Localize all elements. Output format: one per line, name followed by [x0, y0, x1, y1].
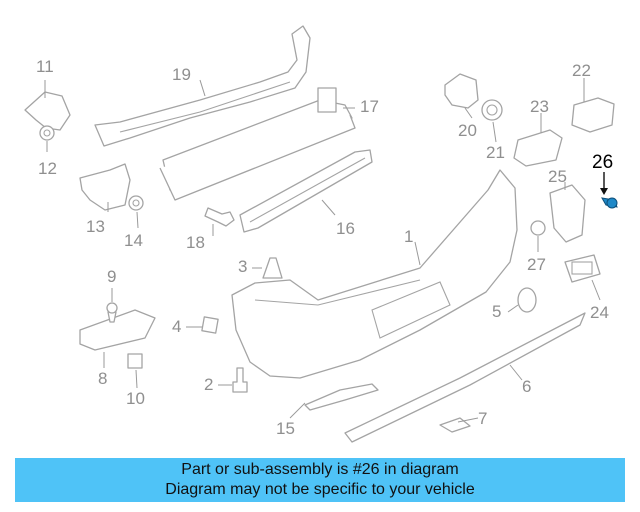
part-3-bumper-stop — [262, 257, 283, 279]
part-21-grommet — [481, 99, 503, 121]
part-10-clip — [127, 353, 143, 369]
part-11-bracket — [24, 91, 71, 131]
label-11: 11 — [36, 57, 54, 76]
label-4: 4 — [172, 317, 181, 336]
label-1: 1 — [404, 227, 413, 246]
label-25: 25 — [548, 167, 567, 186]
label-15: 15 — [276, 419, 295, 438]
info-banner: Part or sub-assembly is #26 in diagram D… — [15, 458, 625, 502]
part-25-bracket — [549, 184, 586, 243]
label-23: 23 — [530, 97, 549, 116]
part-20-sensor — [444, 73, 479, 109]
label-9: 9 — [107, 267, 116, 286]
label-22: 22 — [572, 61, 591, 80]
banner-line-2: Diagram may not be specific to your vehi… — [165, 481, 475, 498]
part-12-clip — [39, 125, 55, 141]
label-10: 10 — [126, 389, 145, 408]
part-8-bracket — [79, 309, 156, 351]
part-24-bracket — [564, 254, 601, 283]
part-19-upper-bracket — [94, 25, 311, 147]
label-19: 19 — [172, 65, 191, 84]
part-15-reflector — [304, 383, 379, 411]
part-1-bumper-cover — [231, 169, 518, 379]
part-13-bracket — [79, 163, 131, 211]
part-9-bolt — [106, 302, 118, 323]
part-27-clip — [530, 220, 546, 236]
part-18-bolt — [204, 207, 235, 227]
label-21: 21 — [486, 143, 505, 162]
label-24: 24 — [590, 303, 609, 322]
part-5-sensor-cover — [517, 287, 537, 313]
label-2: 2 — [204, 375, 213, 394]
label-12: 12 — [38, 159, 57, 178]
part-26-bolt-highlighted — [601, 197, 618, 209]
part-23-bracket — [513, 129, 563, 167]
part-14-clip — [128, 195, 144, 211]
part-6-valance — [344, 312, 586, 443]
label-27: 27 — [527, 255, 546, 274]
label-18: 18 — [186, 233, 205, 252]
label-7: 7 — [478, 409, 487, 428]
part-22-bracket — [571, 97, 615, 133]
label-16: 16 — [336, 219, 355, 238]
part-4-clip — [201, 316, 219, 334]
label-8: 8 — [98, 369, 107, 388]
leader-lines — [44, 78, 608, 423]
label-3: 3 — [238, 257, 247, 276]
label-14: 14 — [124, 231, 143, 250]
callout-labels: 11 12 19 17 13 14 18 16 1 3 9 4 8 2 10 1… — [36, 57, 613, 438]
part-17-reinforcement — [159, 87, 356, 201]
label-17: 17 — [360, 97, 379, 116]
part-2-bolt — [232, 367, 248, 393]
label-5: 5 — [492, 302, 501, 321]
banner-line-1: Part or sub-assembly is #26 in diagram — [181, 461, 459, 478]
label-13: 13 — [86, 217, 105, 236]
label-26-highlighted: 26 — [592, 152, 613, 173]
parts-diagram: 11 12 19 17 13 14 18 16 1 3 9 4 8 2 10 1… — [24, 25, 618, 443]
part-16-lower-reinforcement — [239, 149, 373, 233]
label-6: 6 — [522, 377, 531, 396]
label-20: 20 — [458, 121, 477, 140]
